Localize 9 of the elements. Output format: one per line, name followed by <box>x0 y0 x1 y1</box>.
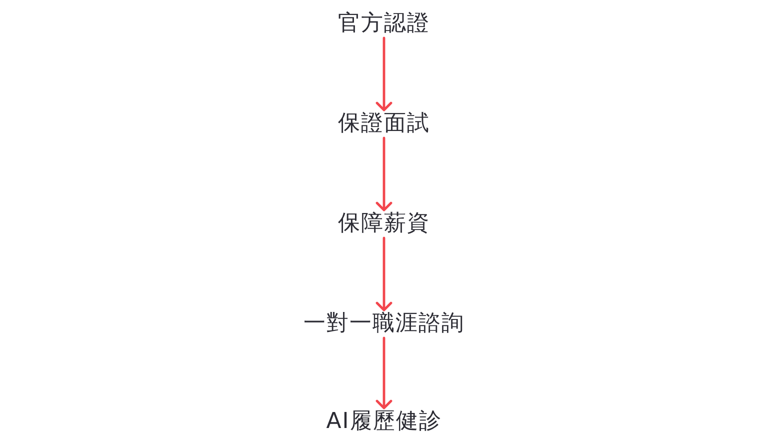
arrow <box>376 336 392 410</box>
arrow <box>376 136 392 212</box>
step-label: 保障薪資 <box>338 211 430 236</box>
step-label: 官方認證 <box>338 11 430 36</box>
step-label: 保證面試 <box>338 111 430 136</box>
step-label: 一對一職涯諮詢 <box>304 311 464 336</box>
step-label: AI履歷健診 <box>326 409 442 434</box>
arrow <box>376 36 392 112</box>
arrow <box>376 236 392 312</box>
